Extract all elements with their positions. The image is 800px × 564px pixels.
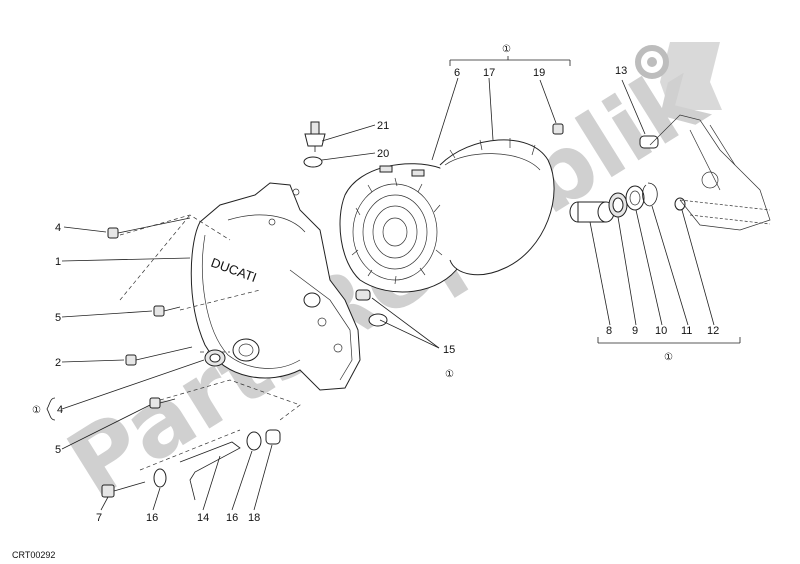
clutch-cover: DUCATI — [190, 182, 361, 391]
bolt-5-bottom — [149, 397, 176, 409]
callout-17: 17 — [483, 67, 495, 79]
kit-bracket-top — [449, 56, 571, 66]
callout-2: 2 — [55, 357, 61, 369]
kit-brace-left — [46, 397, 56, 421]
oring-12 — [674, 197, 686, 211]
bushing-18 — [265, 429, 281, 445]
seal-4 — [204, 349, 226, 367]
kit-marker-15: ① — [445, 369, 454, 380]
bolt-5-top — [153, 305, 181, 317]
callout-14: 14 — [197, 512, 209, 524]
leader-lines — [61, 77, 715, 511]
callout-1: 1 — [55, 256, 61, 268]
callout-7: 7 — [96, 512, 102, 524]
callout-16-left: 16 — [146, 512, 158, 524]
callout-3: 4 — [55, 222, 61, 234]
callout-18: 18 — [248, 512, 260, 524]
oring-15 — [355, 289, 388, 327]
spacer-8 — [569, 201, 615, 223]
callout-21: 21 — [377, 120, 389, 132]
bearing-10 — [625, 185, 645, 211]
callout-12: 12 — [707, 325, 719, 337]
callout-5-top: 5 — [55, 312, 61, 324]
circlip-11 — [642, 182, 658, 207]
callout-20: 20 — [377, 148, 389, 160]
callout-6: 6 — [454, 67, 460, 79]
callout-11: 11 — [681, 325, 692, 337]
washer-16-right — [246, 431, 262, 451]
sensor-21 — [304, 121, 326, 152]
bolt-7 — [101, 481, 146, 498]
callout-5-bottom: 5 — [55, 444, 61, 456]
callout-15: 15 — [443, 344, 455, 356]
screw-19 — [552, 123, 564, 135]
callout-labels: 4 1 5 2 ① 4 5 7 16 14 16 18 21 20 ① 6 17… — [32, 44, 719, 524]
bearing-9 — [608, 192, 628, 218]
engine-case-fragment — [649, 114, 771, 231]
kit-marker-left: ① — [32, 405, 41, 416]
washer-20 — [303, 156, 323, 168]
bolt-2 — [125, 346, 193, 366]
callout-19: 19 — [533, 67, 545, 79]
pin-13 — [639, 135, 659, 149]
kit-marker-top: ① — [502, 44, 511, 55]
gear-icon — [635, 42, 722, 110]
callout-8: 8 — [606, 325, 612, 337]
callout-10: 10 — [655, 325, 667, 337]
callout-13: 13 — [615, 65, 627, 77]
washer-16-left — [153, 468, 167, 488]
clutch-drum-17 — [439, 138, 555, 276]
bolt-3 — [107, 217, 191, 239]
kit-bracket-right — [597, 337, 741, 344]
spring-clip-14 — [179, 441, 241, 501]
kit-marker-right: ① — [664, 352, 673, 363]
callout-9: 9 — [632, 325, 638, 337]
callout-4: 4 — [57, 404, 63, 416]
callout-16-right: 16 — [226, 512, 238, 524]
diagram-code: CRT00292 — [12, 550, 55, 560]
